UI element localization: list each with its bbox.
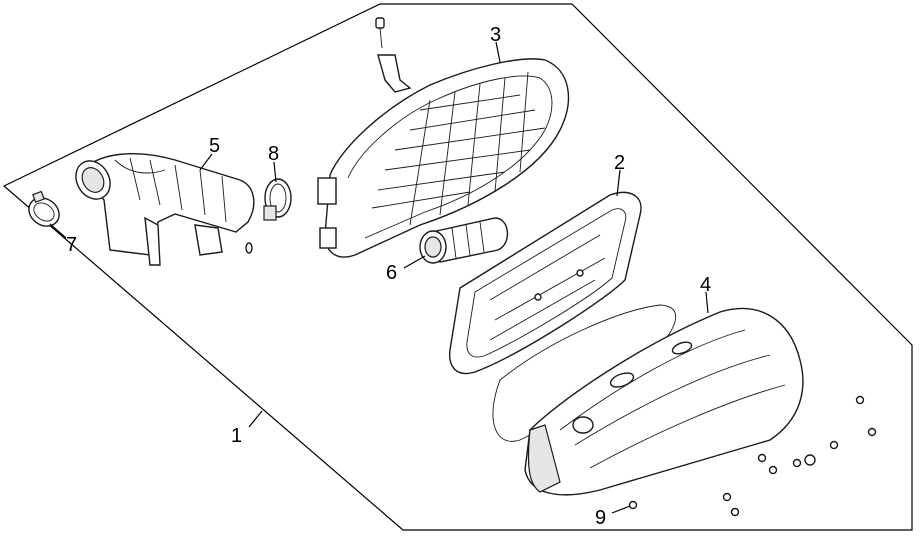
intake-duct-part-5[interactable] <box>69 153 255 266</box>
screws-part-9[interactable] <box>628 395 877 517</box>
leader-lines <box>49 41 709 514</box>
airbox-housing-part-3[interactable] <box>317 17 570 258</box>
callout-7: 7 <box>66 234 77 256</box>
callout-3: 3 <box>490 24 501 46</box>
clamp-part-7[interactable] <box>23 190 64 232</box>
callout-8: 8 <box>268 143 279 165</box>
callout-2: 2 <box>614 152 625 174</box>
clamp-part-8[interactable] <box>263 178 292 221</box>
callout-5: 5 <box>209 135 220 157</box>
callout-4: 4 <box>700 274 711 296</box>
callout-6: 6 <box>386 262 397 284</box>
cover-plate-part-2[interactable] <box>448 191 642 375</box>
filter-element-part-6[interactable] <box>419 217 509 264</box>
outer-cover-part-4[interactable] <box>524 307 804 496</box>
callout-9: 9 <box>595 507 606 529</box>
callout-1: 1 <box>231 425 242 447</box>
assembly-boundary <box>2 3 913 531</box>
callout-labels: 1 2 3 4 5 6 7 8 9 <box>66 24 711 529</box>
